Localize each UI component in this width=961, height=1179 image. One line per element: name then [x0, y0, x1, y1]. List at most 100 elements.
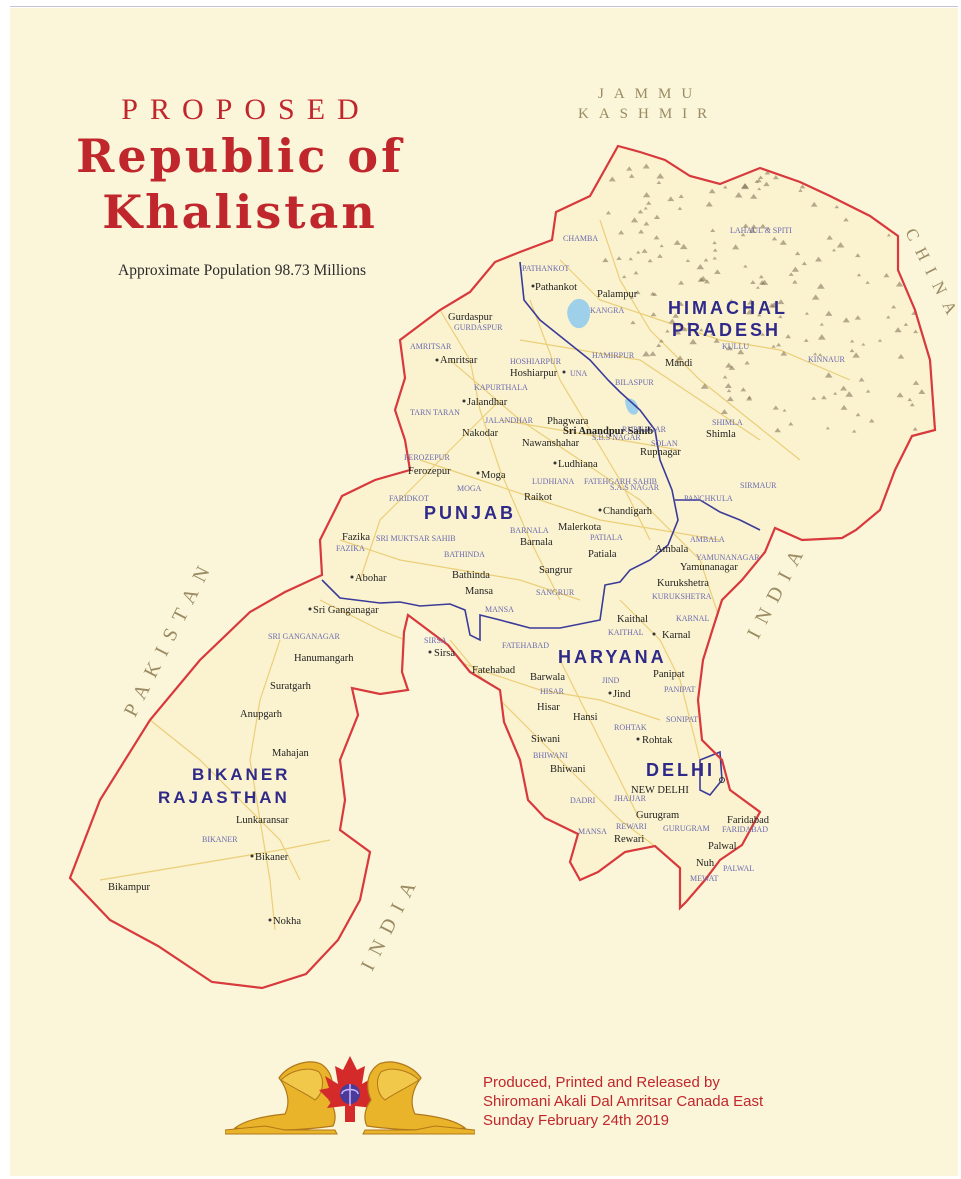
- mountain-mark: [641, 248, 648, 253]
- gobind-sagar-lake: [625, 398, 639, 415]
- mountain-mark: [685, 259, 691, 263]
- city-palampur: Palampur: [597, 289, 638, 300]
- city-faridabad: Faridabad: [727, 815, 770, 826]
- district-fatehabad: FATEHABAD: [502, 641, 549, 650]
- mountain-mark: [673, 239, 681, 245]
- mountain-mark: [656, 180, 662, 185]
- city-hoshiarpur: Hoshiarpur: [510, 368, 558, 379]
- district-sirsa: SIRSA: [424, 636, 447, 645]
- district-panchkula: PANCHKULA: [684, 494, 733, 503]
- city-patiala: Patiala: [588, 549, 617, 560]
- mountain-mark: [777, 299, 785, 305]
- mountain-mark: [865, 280, 870, 284]
- mountain-mark: [708, 188, 716, 194]
- mountain-mark: [845, 391, 854, 397]
- mountain-mark: [653, 214, 661, 220]
- mountain-mark: [881, 184, 887, 188]
- city-rewari: Rewari: [614, 834, 644, 845]
- mountain-mark: [732, 244, 740, 250]
- district-palwal: PALWAL: [723, 864, 754, 873]
- mountain-mark: [811, 294, 820, 300]
- district-mansa: MANSA: [485, 605, 514, 614]
- mountain-mark: [861, 342, 866, 346]
- district-ferozepur: FEROZEPUR: [404, 453, 450, 462]
- mountain-mark: [725, 345, 733, 351]
- district-bhiwani: BHIWANI: [533, 751, 568, 760]
- city-phagwara: Phagwara: [547, 416, 589, 427]
- city-nakodar: Nakodar: [462, 428, 499, 439]
- mountain-mark: [818, 353, 823, 356]
- mountain-mark: [824, 372, 833, 378]
- mountain-mark: [703, 279, 710, 284]
- credits-line-3: Sunday February 24th 2019: [483, 1112, 669, 1129]
- top-rule: [10, 6, 958, 7]
- mountain-mark: [856, 273, 862, 277]
- mountain-mark: [678, 280, 685, 285]
- mountain-mark: [658, 339, 664, 343]
- mountain-mark: [713, 338, 720, 343]
- mountain-mark: [686, 321, 691, 325]
- city-kaithal: Kaithal: [617, 614, 648, 625]
- district-chamba: CHAMBA: [563, 234, 598, 243]
- mountain-mark: [673, 329, 682, 335]
- punjab-state-border: [321, 261, 679, 642]
- mountain-mark: [642, 192, 651, 198]
- mountain-mark: [656, 173, 665, 179]
- haryana-label: HARYANA: [558, 647, 667, 667]
- pong-lake: [567, 298, 591, 329]
- mountain-mark: [755, 285, 760, 289]
- district-sri-muktsar: SRI MUKTSAR SAHIB: [376, 534, 456, 543]
- mountain-mark: [724, 170, 730, 174]
- mountain-mark: [782, 408, 787, 412]
- mountain-mark: [638, 229, 645, 234]
- city-dots: [250, 284, 725, 922]
- mountain-mark: [757, 187, 762, 191]
- city-bikaner: Bikaner: [255, 852, 289, 863]
- mountain-mark: [636, 250, 641, 254]
- kashmir-label: KASHMIR: [578, 106, 717, 122]
- mountain-mark: [750, 224, 758, 229]
- mountain-mark: [667, 196, 675, 202]
- mountain-mark: [794, 251, 801, 256]
- mountain-mark: [770, 302, 779, 308]
- title-proposed: PROPOSED: [121, 93, 371, 126]
- mountain-mark: [894, 206, 900, 211]
- mountain-mark: [865, 389, 871, 393]
- district-jhajjar: JHAJJAR: [614, 794, 647, 803]
- mountain-mark: [646, 200, 652, 205]
- city-lunkaransar: Lunkaransar: [236, 815, 289, 826]
- mountain-mark: [772, 175, 779, 180]
- mountain-mark: [737, 349, 745, 355]
- mountain-mark: [672, 313, 679, 318]
- mountain-mark: [750, 193, 758, 199]
- mountain-mark: [678, 194, 684, 198]
- mountain-mark: [748, 227, 756, 233]
- mountain-mark: [821, 395, 827, 400]
- mountain-mark: [714, 269, 721, 275]
- city-abohar: Abohar: [355, 573, 387, 584]
- district-gurugram: GURUGRAM: [663, 824, 710, 833]
- mountain-mark: [905, 212, 912, 217]
- city-rohtak: Rohtak: [642, 735, 673, 746]
- mountain-mark: [629, 295, 634, 299]
- district-rupnagar: RUPNAGAR: [622, 425, 667, 434]
- city-bhiwani: Bhiwani: [550, 764, 586, 775]
- mountain-mark: [744, 360, 750, 365]
- mountain-mark: [710, 332, 715, 336]
- mountain-mark: [903, 262, 912, 269]
- city-mahajan: Mahajan: [272, 748, 309, 759]
- mountain-mark: [886, 233, 891, 237]
- mountain-mark: [788, 421, 794, 426]
- district-moga: MOGA: [457, 484, 482, 493]
- district-labels: GURDASPUR AMRITSAR KAPURTHALA JALANDHAR …: [202, 226, 846, 883]
- city-palwal: Palwal: [708, 841, 737, 852]
- mountain-mark: [720, 409, 728, 415]
- mountain-mark: [840, 404, 848, 410]
- title-block: PROPOSED Republic of Khalistan: [40, 92, 440, 240]
- mountain-mark: [766, 226, 771, 230]
- mountain-mark: [834, 205, 840, 209]
- himachal-label: HIMACHAL: [668, 298, 788, 318]
- mountain-mark: [830, 175, 837, 179]
- mountain-mark: [895, 281, 904, 287]
- mountain-mark: [831, 248, 837, 252]
